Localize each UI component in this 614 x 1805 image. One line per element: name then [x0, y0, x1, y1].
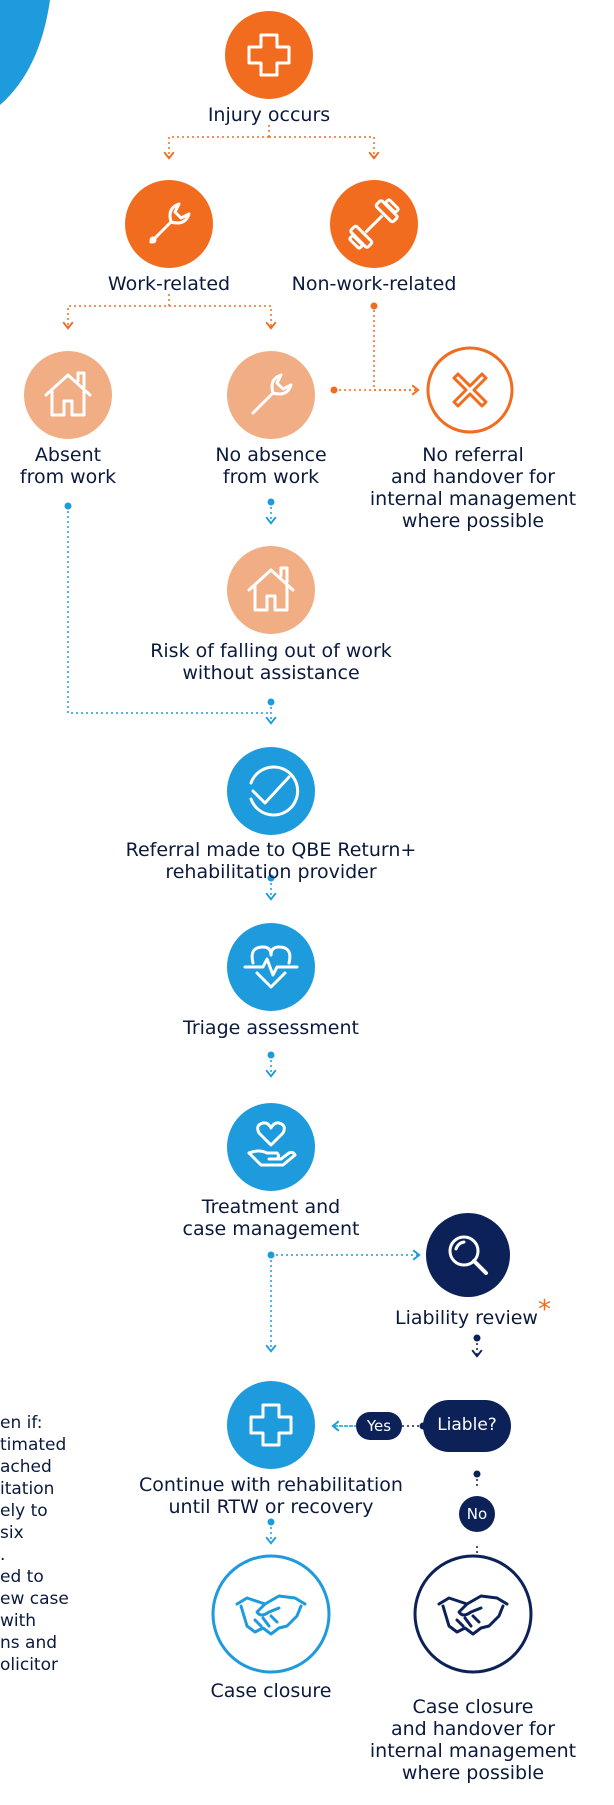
- no-label: No: [466, 1505, 488, 1523]
- triage-label: Triage assessment: [183, 1017, 359, 1039]
- wrench-icon: [251, 373, 293, 415]
- work-related-label: Work-related: [107, 273, 231, 295]
- closure-handover-label: Case closure and handover for internal m…: [369, 1696, 577, 1784]
- closure-handover-node: [413, 1554, 533, 1674]
- side-note: en if: timated ached itation ely to six …: [0, 1413, 69, 1675]
- no-absence-node: [227, 351, 315, 439]
- liability-review-label: Liability review*: [378, 1297, 568, 1329]
- magnifier-icon: [448, 1235, 488, 1275]
- connectors-blue: [67, 502, 421, 1545]
- referral-node: [227, 747, 315, 835]
- medical-cross-icon: [249, 1403, 293, 1447]
- liable-decision-shape: [423, 1400, 511, 1452]
- handshake-icon: [437, 1594, 509, 1636]
- continue-node: [227, 1381, 315, 1469]
- non-work-related-node: [330, 180, 418, 268]
- medical-cross-icon: [247, 33, 291, 77]
- asterisk-marker: *: [537, 1295, 551, 1325]
- handshake-icon: [235, 1594, 307, 1636]
- risk-node: [227, 546, 315, 634]
- closure-label: Case closure: [210, 1680, 332, 1702]
- injury-node: [225, 11, 313, 99]
- yes-label: Yes: [366, 1417, 392, 1435]
- liability-review-text: Liability review: [395, 1307, 538, 1329]
- absent-node: [24, 351, 112, 439]
- triage-node: [227, 923, 315, 1011]
- no-referral-node: [426, 346, 514, 434]
- treatment-label: Treatment and case management: [182, 1196, 360, 1240]
- decorative-arc: [0, 0, 50, 105]
- yes-pill-shape: [356, 1412, 402, 1440]
- heart-in-hand-icon: [247, 1121, 297, 1167]
- absent-label: Absent from work: [19, 444, 117, 488]
- continue-label: Continue with rehabilitation until RTW o…: [139, 1474, 403, 1518]
- checkmark-icon: [249, 765, 300, 817]
- injury-label: Injury occurs: [207, 104, 331, 126]
- x-mark-icon: [452, 372, 488, 408]
- referral-label: Referral made to QBE Return+ rehabilitat…: [125, 839, 417, 883]
- house-icon: [44, 371, 92, 417]
- wrench-icon: [149, 202, 191, 244]
- non-work-related-label: Non-work-related: [291, 273, 457, 295]
- connectors-orange: [62, 125, 420, 396]
- no-referral-label: No referral and handover for internal ma…: [369, 444, 577, 532]
- treatment-node: [227, 1103, 315, 1191]
- risk-label: Risk of falling out of work without assi…: [150, 640, 392, 684]
- no-absence-label: No absence from work: [215, 444, 327, 488]
- liable-label: Liable?: [437, 1415, 497, 1435]
- closure-node: [211, 1554, 331, 1674]
- no-pill-shape: [459, 1496, 495, 1532]
- work-related-node: [125, 180, 213, 268]
- heartbeat-icon: [243, 945, 299, 989]
- liability-review-node: [426, 1213, 510, 1297]
- dumbbell-icon: [348, 198, 400, 250]
- house-icon: [247, 566, 295, 612]
